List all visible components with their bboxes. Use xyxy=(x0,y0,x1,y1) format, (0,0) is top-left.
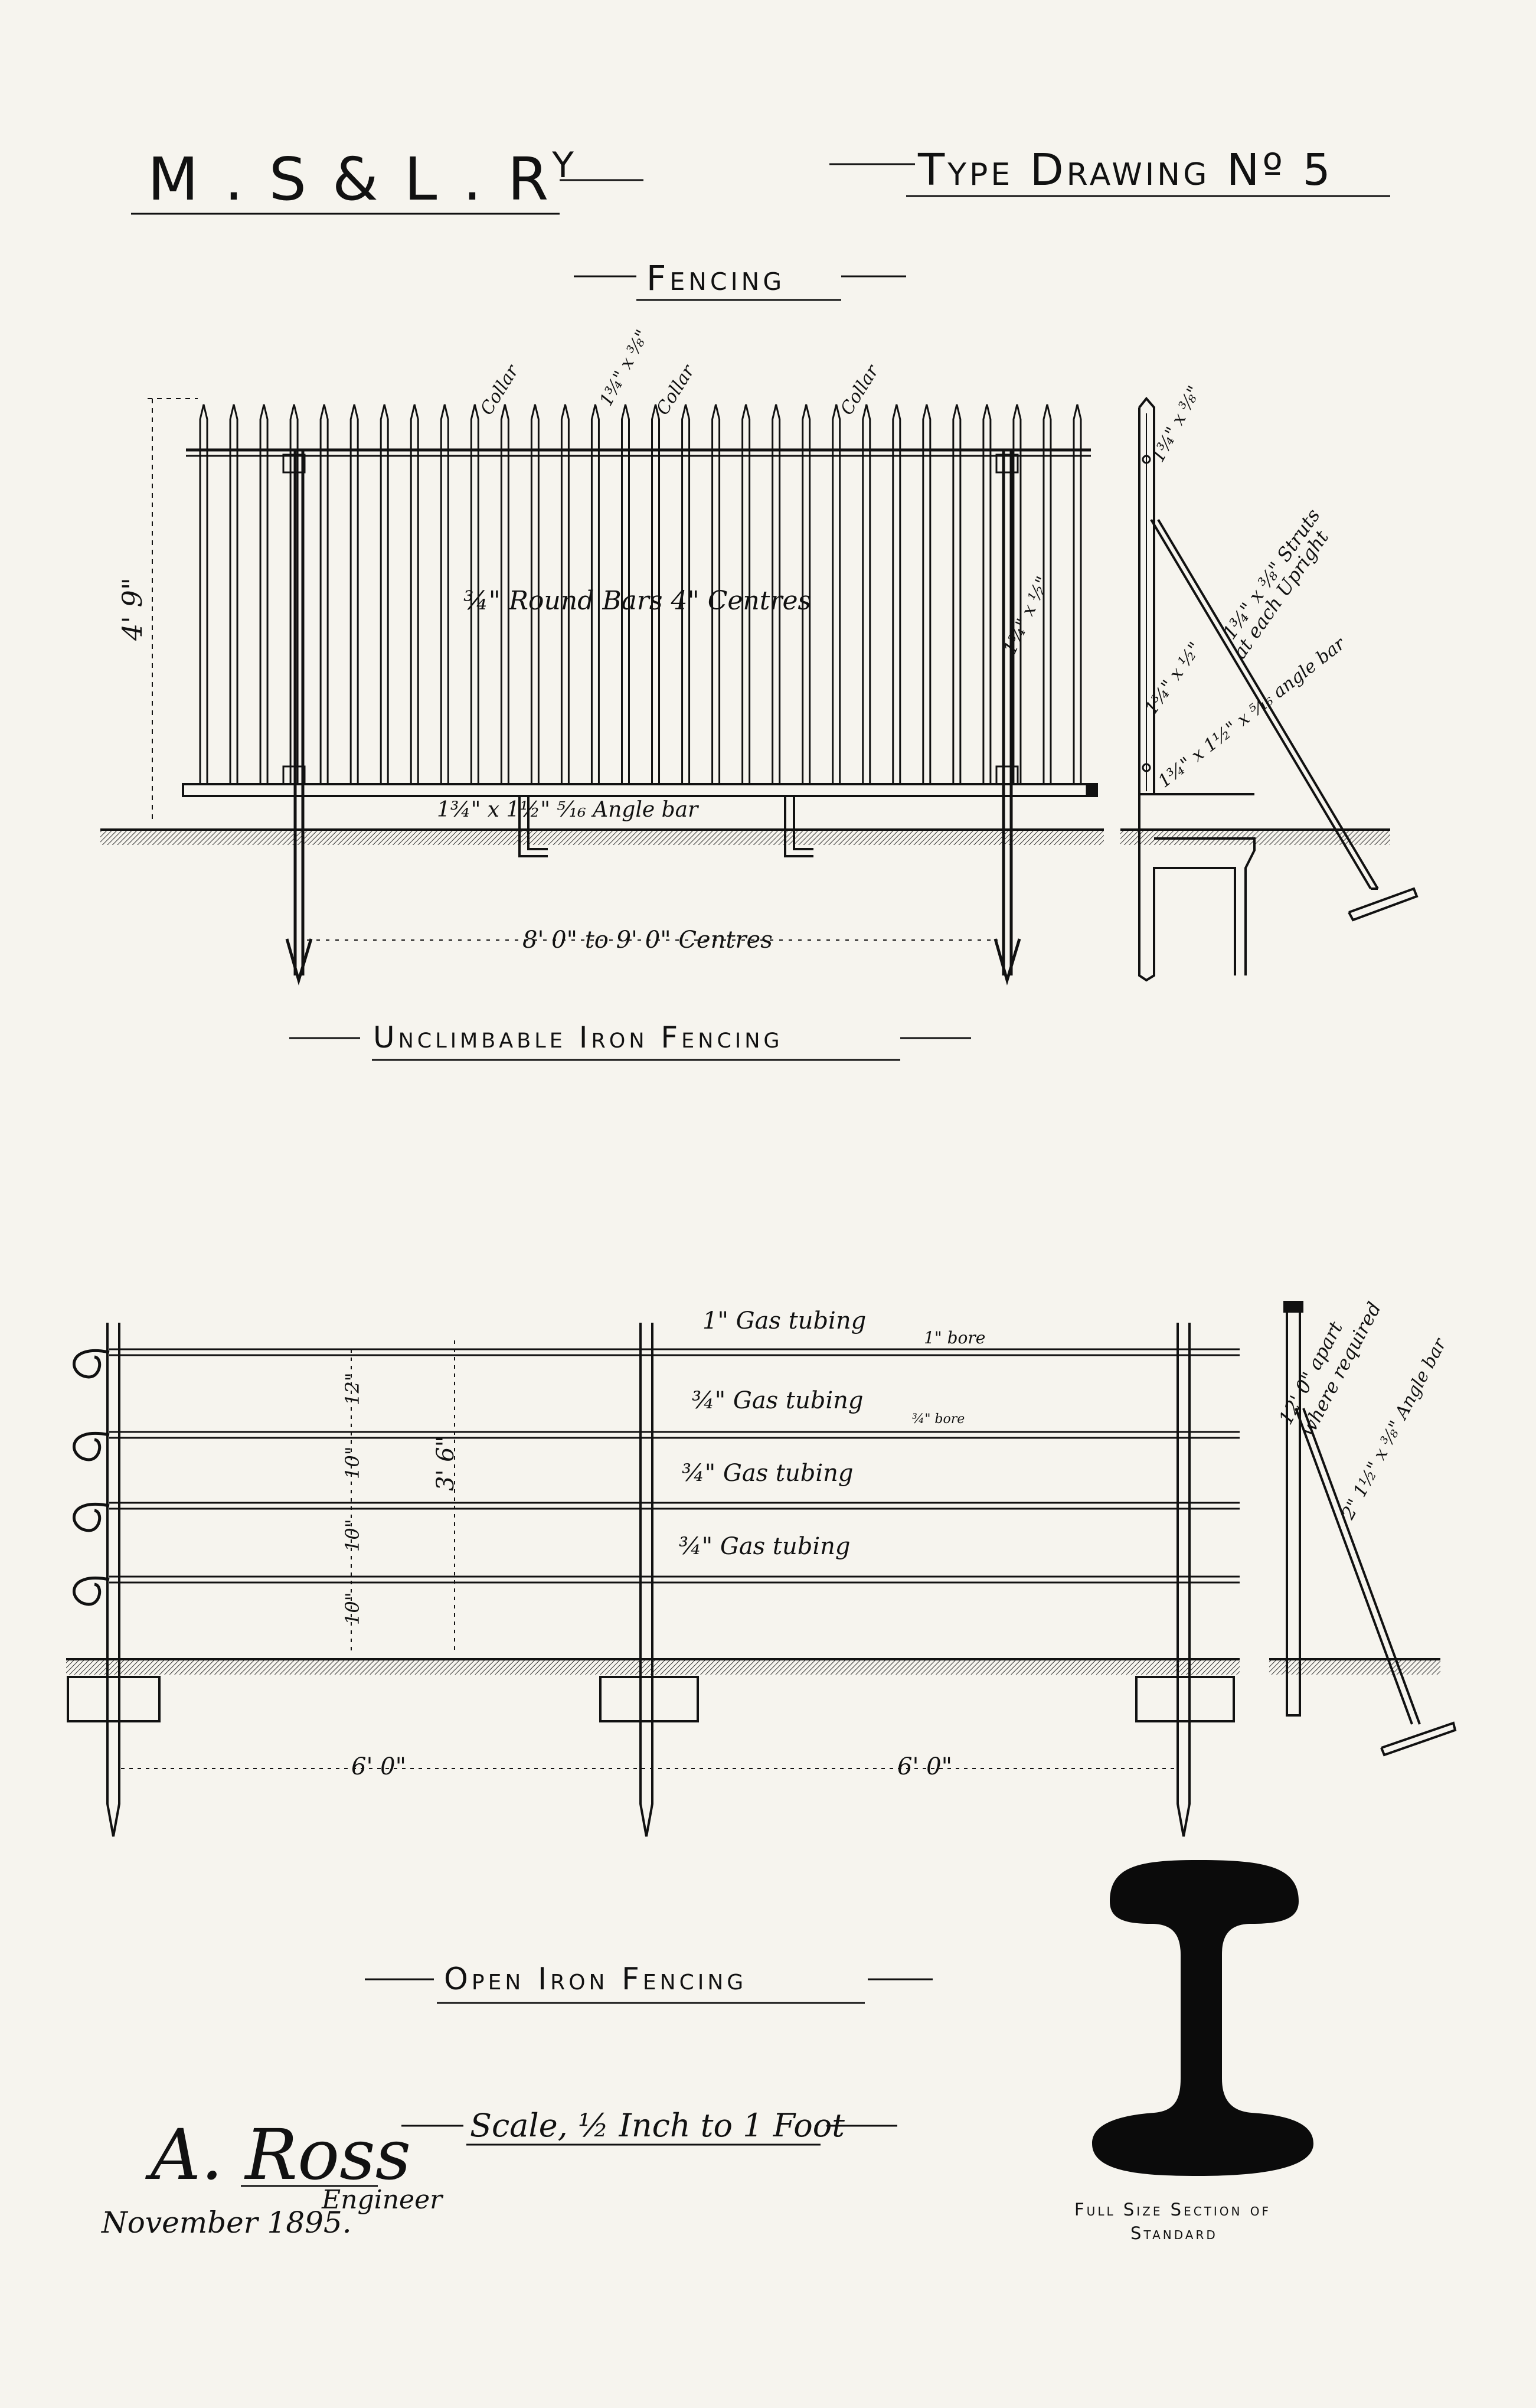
bolt-plates xyxy=(282,453,1019,785)
round-bar xyxy=(560,404,570,785)
scale-note: Scale, ½ Inch to 1 Foot xyxy=(470,2107,845,2144)
spacing-1: 12" xyxy=(341,1373,364,1405)
round-bar xyxy=(651,404,661,785)
tube-label-4: ¾" Gas tubing xyxy=(679,1533,851,1560)
round-bar xyxy=(349,404,359,785)
open-fencing-elevation xyxy=(66,1323,1240,1837)
round-bar xyxy=(862,404,871,785)
bottom-angle-bar xyxy=(182,783,1098,797)
round-bar xyxy=(832,404,841,785)
unclimbable-side-section xyxy=(1120,396,1419,982)
header-rules xyxy=(131,163,1390,2187)
round-bar xyxy=(620,404,630,785)
drawing-number-title: Type Drawing Nº 5 xyxy=(918,145,1334,195)
round-bar xyxy=(500,404,509,785)
ground-hatch-top xyxy=(100,831,1104,845)
round-bar xyxy=(741,404,751,785)
tube-bore-1: 1" bore xyxy=(924,1328,985,1347)
round-bar xyxy=(259,404,269,785)
company-name: M . S & L . R xyxy=(148,145,553,214)
company-title: M . S & L . RY xyxy=(148,145,577,214)
unclimbable-elevation xyxy=(100,398,1104,986)
round-bar xyxy=(199,404,208,785)
spacing-3: 10" xyxy=(341,1519,364,1552)
round-bar xyxy=(982,404,992,785)
round-bar xyxy=(319,404,329,785)
round-bar xyxy=(289,404,299,785)
note-round-bars: ¾" Round Bars 4" Centres xyxy=(463,586,811,616)
round-bar xyxy=(1012,404,1022,785)
round-bar xyxy=(410,404,419,785)
round-bar xyxy=(1042,404,1052,785)
note-collar-2: Collar xyxy=(652,361,700,419)
height-dimension xyxy=(148,398,198,824)
signature-date: November 1895. xyxy=(102,2205,352,2240)
company-suffix: Y xyxy=(552,145,577,186)
round-bar xyxy=(711,404,721,785)
tube-label-1: 1" Gas tubing xyxy=(702,1307,866,1334)
round-bars xyxy=(199,404,1082,785)
round-bar xyxy=(922,404,932,785)
gas-tubes xyxy=(109,1348,1240,1584)
note-collar-3: Collar xyxy=(836,361,884,419)
round-bar xyxy=(440,404,449,785)
spacing-4: 10" xyxy=(341,1593,364,1625)
open-height: 3' 6" xyxy=(432,1436,459,1491)
main-uprights xyxy=(285,449,1021,986)
note-bottom-bar: 1¾" x 1½" ⁵⁄₁₆ Angle bar xyxy=(437,798,699,822)
section-title-fencing: Fencing xyxy=(646,258,786,298)
note-upright: 1¾" x ½" xyxy=(1000,573,1054,657)
round-bar xyxy=(380,404,389,785)
tube-label-2: ¾" Gas tubing xyxy=(692,1387,864,1414)
round-bar xyxy=(530,404,540,785)
round-bar xyxy=(772,404,781,785)
tube-hooks xyxy=(73,1349,110,1606)
side-note-mid: 1¾" x ½" xyxy=(1141,638,1205,718)
standard-section-shape xyxy=(1092,1860,1313,2176)
spacing-2: 10" xyxy=(341,1447,364,1479)
tube-bore-2: ¾" bore xyxy=(912,1412,965,1427)
ground-stays xyxy=(518,796,813,857)
round-bar xyxy=(1073,404,1082,785)
caption-open: Open Iron Fencing xyxy=(444,1962,747,1997)
span-left: 6' 0" xyxy=(351,1753,406,1780)
note-centres: 8' 0" to 9' 0" Centres xyxy=(522,926,773,954)
note-collar-1: Collar xyxy=(476,361,524,419)
signature-name: A. Ross xyxy=(151,2114,411,2195)
open-dimensions xyxy=(121,1340,1175,1769)
open-posts xyxy=(67,1323,1235,1837)
round-bar xyxy=(892,404,901,785)
side-note-top: 1¾" x ⅜" xyxy=(1148,383,1205,466)
round-bar xyxy=(802,404,811,785)
standard-caption-line1: Full Size Section of xyxy=(1074,2200,1271,2220)
signature-role: Engineer xyxy=(322,2185,443,2215)
caption-unclimbable: Unclimbable Iron Fencing xyxy=(373,1020,783,1055)
round-bar xyxy=(470,404,479,785)
note-height: 4' 9" xyxy=(116,577,148,641)
standard-caption-line2: Standard xyxy=(1130,2223,1218,2243)
tube-label-3: ¾" Gas tubing xyxy=(682,1460,854,1487)
round-bar xyxy=(590,404,600,785)
open-side-section xyxy=(1269,1301,1457,1757)
round-bar xyxy=(229,404,238,785)
span-right: 6' 0" xyxy=(897,1753,952,1780)
round-bar xyxy=(681,404,691,785)
note-top-bar: 1¾" x ⅜" xyxy=(596,327,653,410)
round-bar xyxy=(952,404,962,785)
